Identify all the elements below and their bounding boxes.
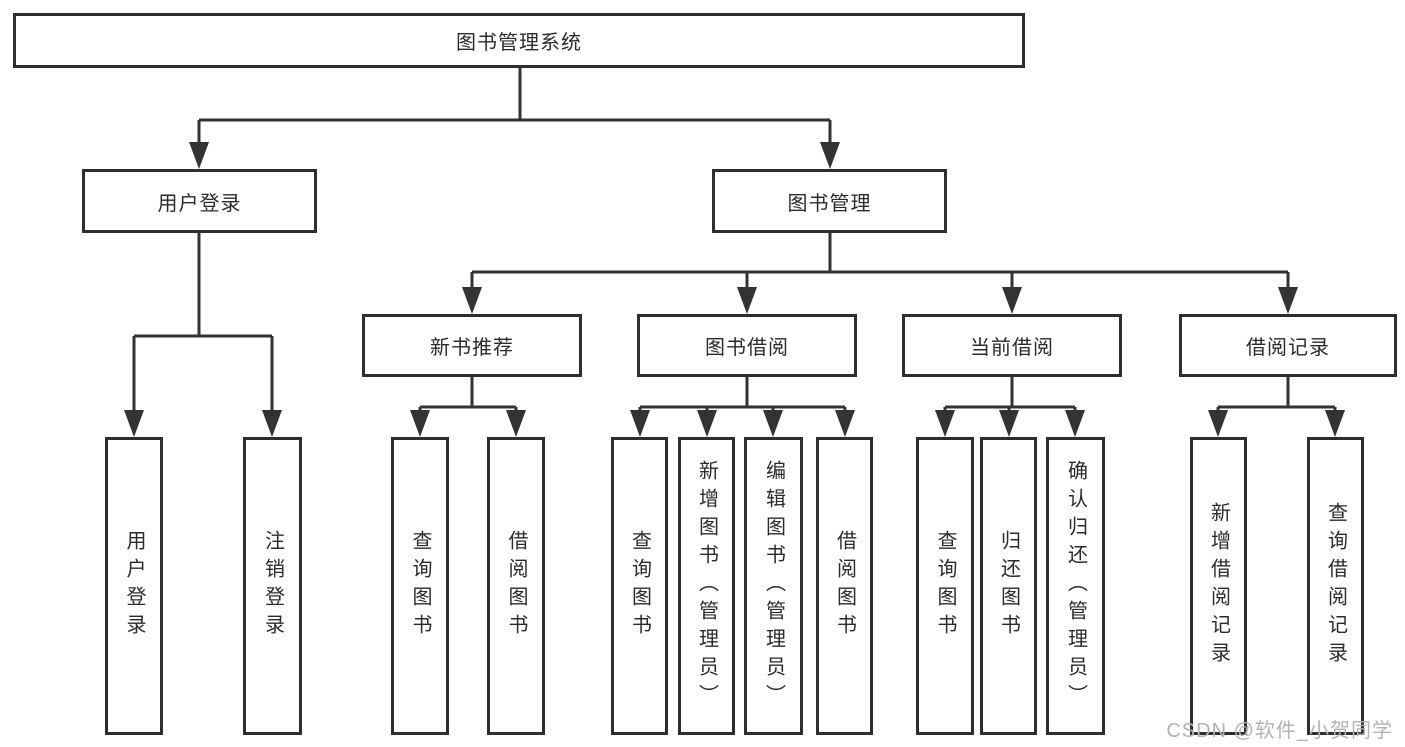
node-current-borrow-label: 当前借阅 [970, 337, 1054, 359]
node-new-book-recommend: 新书推荐 [362, 314, 582, 377]
node-book-management: 图书管理 [712, 169, 947, 233]
connector-user-login-to-leaves [132, 233, 274, 418]
leaf-logout-label: 注销登录 [261, 530, 284, 642]
leaf-add-book-admin-label: 新增图书（管理员） [695, 460, 718, 712]
arrowheads-user-login-leaves [124, 410, 282, 437]
arrowheads-borrow-records-leaves [1208, 410, 1345, 437]
node-user-login-label: 用户登录 [157, 192, 242, 215]
leaf-return-book: 归还图书 [980, 437, 1037, 735]
node-root-label: 图书管理系统 [456, 32, 582, 54]
leaf-borrow-book-recommend: 借阅图书 [487, 437, 545, 735]
leaf-return-book-label: 归还图书 [997, 530, 1020, 642]
node-book-borrow: 图书借阅 [637, 314, 857, 377]
node-root: 图书管理系统 [13, 13, 1025, 68]
leaf-borrow-book: 借阅图书 [816, 437, 873, 735]
connector-borrow-records-to-leaves [1216, 377, 1337, 420]
node-borrow-records-label: 借阅记录 [1246, 337, 1330, 359]
leaf-query-borrow-record: 查询借阅记录 [1307, 437, 1364, 735]
leaf-edit-book-admin-label: 编辑图书（管理员） [762, 460, 785, 712]
leaf-add-borrow-record: 新增借阅记录 [1190, 437, 1247, 735]
connector-book-management-to-level3 [470, 233, 1290, 296]
leaf-add-borrow-record-label: 新增借阅记录 [1207, 502, 1230, 670]
leaf-user-login-label: 用户登录 [123, 530, 145, 642]
leaf-query-borrow-record-label: 查询借阅记录 [1324, 502, 1347, 670]
node-user-login: 用户登录 [82, 169, 317, 233]
node-book-management-label: 图书管理 [787, 192, 872, 215]
leaf-logout: 注销登录 [243, 437, 302, 735]
leaf-borrow-book-recommend-label: 借阅图书 [505, 530, 527, 642]
node-borrow-records: 借阅记录 [1179, 314, 1397, 377]
node-book-borrow-label: 图书借阅 [705, 337, 789, 359]
leaf-query-book-current-label: 查询图书 [934, 530, 956, 642]
leaf-confirm-return-admin: 确认归还（管理员） [1046, 437, 1105, 735]
arrowheads-level3 [462, 287, 1298, 314]
node-new-book-recommend-label: 新书推荐 [430, 337, 514, 359]
leaf-add-book-admin: 新增图书（管理员） [678, 437, 735, 735]
connector-book-borrow-to-leaves [638, 377, 847, 420]
arrowheads-level2 [189, 142, 840, 169]
leaf-confirm-return-admin-label: 确认归还（管理员） [1064, 460, 1087, 712]
leaf-query-book-recommend-label: 查询图书 [409, 530, 431, 642]
leaf-query-book-recommend: 查询图书 [391, 437, 449, 735]
leaf-edit-book-admin: 编辑图书（管理员） [744, 437, 803, 735]
arrowheads-new-book-leaves [410, 410, 526, 437]
arrowheads-book-borrow-leaves [630, 410, 855, 437]
node-current-borrow: 当前借阅 [902, 314, 1122, 377]
leaf-query-book-borrow: 查询图书 [611, 437, 668, 735]
leaf-user-login: 用户登录 [105, 437, 163, 735]
csdn-watermark: CSDN @软件_小贺同学 [1166, 720, 1393, 742]
arrowheads-current-borrow-leaves [935, 410, 1085, 437]
connector-root-to-level2 [197, 68, 832, 150]
leaf-query-book-current: 查询图书 [916, 437, 974, 735]
leaf-borrow-book-label: 借阅图书 [833, 530, 856, 642]
connector-new-book-to-leaves [418, 377, 518, 420]
leaf-query-book-borrow-label: 查询图书 [628, 530, 651, 642]
